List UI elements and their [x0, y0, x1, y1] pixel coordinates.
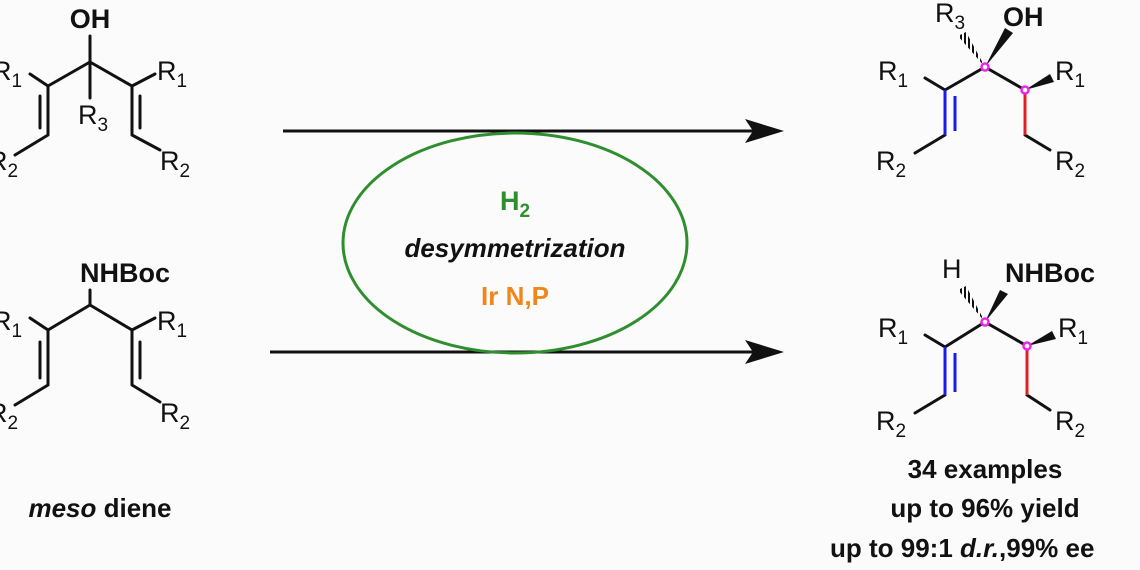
label-part: H	[500, 186, 520, 216]
bond-line	[913, 65, 1052, 155]
oh-label: OH	[1003, 2, 1044, 32]
catalyst-label: Ir N,P	[481, 281, 549, 311]
hash-bond	[958, 32, 985, 67]
wedge-bond	[1027, 331, 1056, 346]
label-part: R	[878, 313, 898, 343]
label-part: R	[0, 146, 8, 176]
product-alcohol: OH R3 R1 R1 R2 R2	[876, 0, 1085, 182]
label-part: 3	[955, 13, 966, 34]
r1-label: R1	[878, 56, 908, 92]
reactant-caption: meso diene	[28, 493, 171, 523]
label-part: 2	[8, 161, 19, 182]
label-part: 2	[8, 413, 19, 434]
label-part: 2	[180, 161, 191, 182]
r2-label: R2	[160, 398, 190, 434]
label-part: 2	[519, 201, 530, 222]
label-part: ,99% ee	[999, 533, 1094, 563]
product-amine: NHBoc H R1 R1 R2 R2	[876, 254, 1095, 442]
r2-label: R2	[0, 398, 18, 434]
label-part: R	[1055, 56, 1075, 86]
wedge-bond	[985, 290, 1008, 322]
label-part: d.r.	[960, 533, 999, 563]
bond-line	[913, 320, 1052, 415]
process-label: desymmetrization	[404, 233, 625, 263]
bond-line	[13, 34, 162, 157]
label-part: R	[0, 56, 12, 86]
examples-count: 34 examples	[908, 454, 1063, 484]
label-part: meso	[28, 493, 96, 523]
bond-line	[13, 288, 162, 407]
stereocenter-marker	[1020, 85, 1030, 95]
label-part: 1	[898, 328, 909, 349]
label-part: R	[1058, 313, 1078, 343]
yield-summary: up to 96% yield	[890, 493, 1079, 523]
reactant-diene-amine: NHBoc R1 R1 R2 R2	[0, 258, 190, 434]
r1-label: R1	[1055, 56, 1085, 92]
label-part: R	[0, 306, 12, 336]
label-part: 2	[896, 161, 907, 182]
label-part: 2	[896, 421, 907, 442]
r1-label: R1	[878, 313, 908, 349]
r2-label: R2	[1055, 406, 1085, 442]
label-part: R	[935, 0, 955, 28]
r1-label: R1	[157, 306, 187, 342]
alkene-bond	[943, 347, 957, 395]
r2-label: R2	[160, 146, 190, 182]
reaction-arrow-top	[283, 119, 784, 143]
label-part: diene	[96, 493, 171, 523]
r2-label: R2	[876, 146, 906, 182]
arrowhead-icon	[745, 119, 784, 143]
label-part: 1	[898, 71, 909, 92]
oh-label: OH	[70, 4, 111, 34]
label-part: R	[78, 100, 98, 130]
label-part: 1	[1078, 328, 1089, 349]
label-part: 1	[177, 321, 188, 342]
conditions-ellipse	[341, 131, 689, 355]
arrowhead-icon	[745, 340, 784, 364]
alkene-bond	[943, 90, 957, 135]
label-part: R	[157, 56, 177, 86]
label-part: R	[1055, 146, 1075, 176]
nhboc-label: NHBoc	[1005, 258, 1095, 288]
r1-label: R1	[157, 56, 187, 92]
selectivity-summary: up to 99:1 d.r.,99% ee	[830, 533, 1094, 563]
wedge-bond	[985, 28, 1013, 67]
nhboc-label: NHBoc	[80, 258, 170, 288]
label-part: R	[878, 56, 898, 86]
reactant-diene-alcohol: OH R1 R1 R3 R2 R2	[0, 4, 190, 182]
label-part: 1	[1075, 71, 1086, 92]
r1-label: R1	[0, 56, 22, 92]
label-part: 2	[1075, 421, 1086, 442]
label-part: 2	[1075, 161, 1086, 182]
r3-label: R3	[935, 0, 965, 34]
r2-label: R2	[1055, 146, 1085, 182]
r2-label: R2	[876, 406, 906, 442]
stereocenter-marker	[1022, 341, 1032, 351]
label-part: R	[0, 398, 8, 428]
label-part: 2	[180, 413, 191, 434]
label-part: R	[160, 146, 180, 176]
r1-label: R1	[1058, 313, 1088, 349]
r1-label: R1	[0, 306, 22, 342]
label-part: R	[1055, 406, 1075, 436]
label-part: 3	[98, 115, 109, 136]
h-label: H	[942, 254, 962, 284]
label-part: R	[876, 146, 896, 176]
label-part: R	[157, 306, 177, 336]
label-part: 1	[177, 71, 188, 92]
reagent-h2: H2	[500, 186, 530, 222]
label-part: R	[160, 398, 180, 428]
label-part: 1	[12, 71, 23, 92]
stereocenter-marker	[980, 317, 990, 327]
label-part: 1	[12, 321, 23, 342]
label-part: up to 99:1	[830, 533, 960, 563]
stereocenter-marker	[980, 62, 990, 72]
r2-label: R2	[0, 146, 18, 182]
hash-bond	[958, 286, 985, 322]
wedge-bond	[1025, 74, 1054, 90]
label-part: R	[876, 406, 896, 436]
r3-label: R3	[78, 100, 108, 136]
